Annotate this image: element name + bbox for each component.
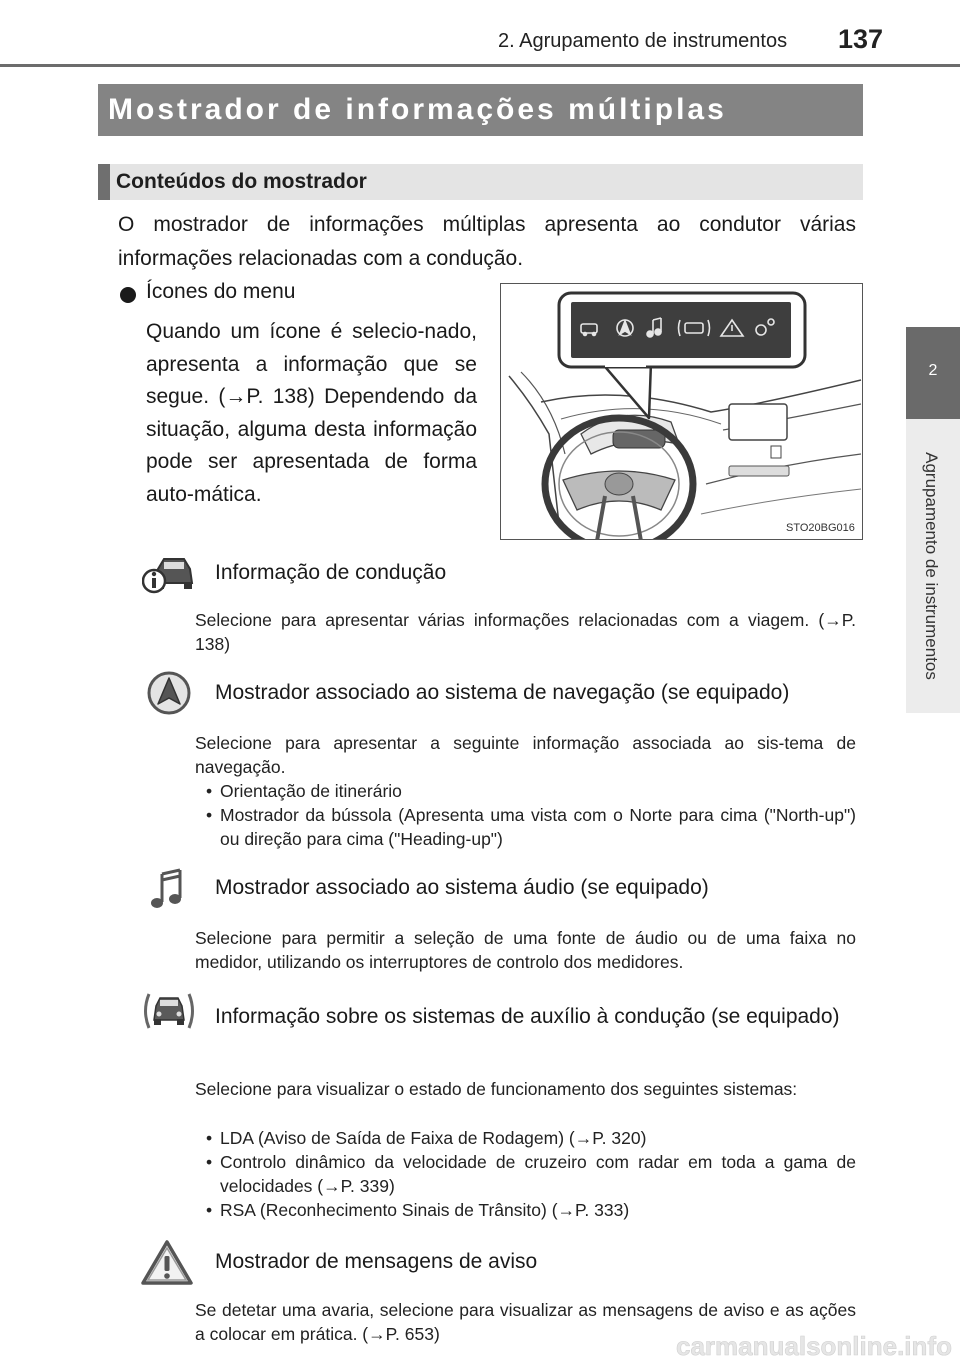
list-item: RSA (Reconhecimento Sinais de Trânsito) … [202,1198,856,1222]
driving-assist-body: Selecione para visualizar o estado de fu… [195,1079,798,1099]
subsection-title: Conteúdos do mostrador [98,164,863,200]
warning-body: Se detetar uma avaria, selecione para vi… [195,1300,856,1344]
navigation-list: Orientação de itinerário Mostrador da bú… [202,779,856,851]
navigation-icon [146,670,192,721]
driving-info-title: Informação de condução [215,561,447,584]
driving-assist-icon [140,988,198,1039]
side-tab-label: Agrupamento de instrumentos [922,452,941,680]
chapter-title: 2. Agrupamento de instrumentos [498,30,788,52]
driving-assist-title: Informação sobre os sistemas de auxílio … [215,1005,840,1028]
driving-info-icon [141,553,194,602]
dashboard-illustration-icon [508,291,862,539]
intro-paragraph: O mostrador de informações múltiplas apr… [118,213,856,270]
warning-title: Mostrador de mensagens de aviso [215,1250,538,1273]
list-item: Controlo dinâmico da velocidade de cruze… [202,1150,856,1198]
list-item: Orientação de itinerário [202,779,856,803]
menu-icons-description: Quando um ícone é selecio-nado, apresent… [146,320,477,506]
bullet-icon [120,287,136,303]
section-title: Mostrador de informações múltiplas [98,84,863,136]
header-rule [0,64,960,67]
list-item: LDA (Aviso de Saída de Faixa de Rodagem)… [202,1126,856,1150]
menu-icons-label: Ícones do menu [146,280,296,303]
driving-assist-list: LDA (Aviso de Saída de Faixa de Rodagem)… [202,1126,856,1222]
audio-body: Selecione para permitir a seleção de uma… [195,928,856,972]
svg-text:carmanualsonline.info: carmanualsonline.info [676,1331,952,1361]
music-note-icon [150,866,186,917]
watermark-logo: carmanualsonline.info [676,1331,952,1362]
navigation-body: Selecione para apresentar a seguinte inf… [195,733,856,777]
side-tab-strip [906,419,960,713]
dashboard-figure [500,283,863,540]
side-tab-number: 2 [928,362,938,379]
list-item: Mostrador da bússola (Apresenta uma vist… [202,803,856,851]
warning-triangle-icon [140,1238,194,1293]
driving-info-body: Selecione para apresentar várias informa… [195,610,856,654]
side-tab[interactable] [906,327,960,419]
audio-title: Mostrador associado ao sistema áudio (se… [215,876,709,899]
page-number: 137 [838,24,884,54]
figure-code: STO20BG016 [786,522,855,534]
navigation-title: Mostrador associado ao sistema de navega… [215,681,790,704]
